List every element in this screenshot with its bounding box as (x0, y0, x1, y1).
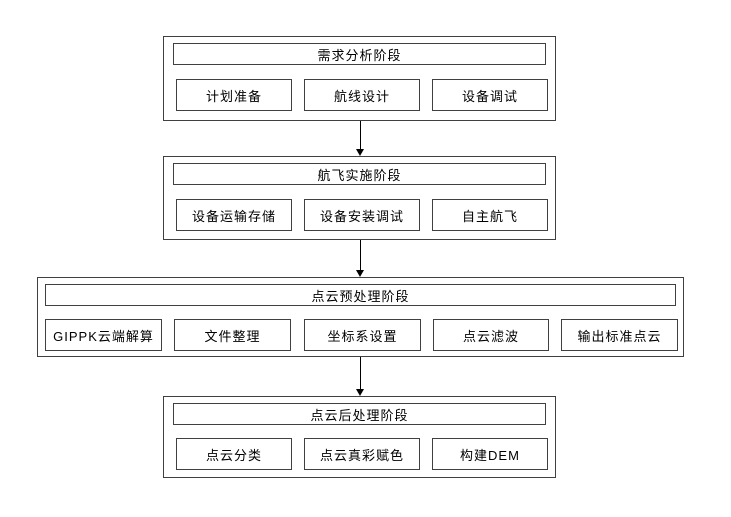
task-box-pointcloud-filtering: 点云滤波 (433, 319, 549, 351)
task-box-output-standard-pointcloud: 输出标准点云 (561, 319, 678, 351)
arrow-head-icon (356, 389, 364, 396)
stage-title-pointcloud-preprocessing: 点云预处理阶段 (45, 284, 676, 306)
task-box-build-dem: 构建DEM (432, 438, 548, 470)
arrow-shaft (360, 357, 361, 391)
stage-flight-implementation: 航飞实施阶段 设备运输存储 设备安装调试 自主航飞 (163, 156, 556, 240)
task-box-gippk-cloud-solution: GIPPK云端解算 (45, 319, 162, 351)
task-box-autonomous-flight: 自主航飞 (432, 199, 548, 231)
stage-pointcloud-postprocessing: 点云后处理阶段 点云分类 点云真彩赋色 构建DEM (163, 396, 556, 478)
task-box-truecolor-assignment: 点云真彩赋色 (304, 438, 420, 470)
task-box-pointcloud-classification: 点云分类 (176, 438, 292, 470)
stage-title-flight-implementation: 航飞实施阶段 (173, 163, 546, 185)
stage-requirements-analysis: 需求分析阶段 计划准备 航线设计 设备调试 (163, 36, 556, 121)
stage-pointcloud-preprocessing: 点云预处理阶段 GIPPK云端解算 文件整理 坐标系设置 点云滤波 输出标准点云 (37, 277, 684, 357)
arrow-shaft (360, 240, 361, 272)
task-box-equipment-install-debug: 设备安装调试 (304, 199, 420, 231)
task-box-equipment-debugging: 设备调试 (432, 79, 548, 111)
arrow-shaft (360, 121, 361, 151)
task-box-route-design: 航线设计 (304, 79, 420, 111)
flow-arrow-3 (356, 357, 365, 396)
flow-arrow-1 (356, 121, 365, 156)
task-box-plan-preparation: 计划准备 (176, 79, 292, 111)
task-box-coordinate-system-setup: 坐标系设置 (304, 319, 421, 351)
arrow-head-icon (356, 270, 364, 277)
arrow-head-icon (356, 149, 364, 156)
stage-title-requirements-analysis: 需求分析阶段 (173, 43, 546, 65)
flow-arrow-2 (356, 240, 365, 277)
stage-title-pointcloud-postprocessing: 点云后处理阶段 (173, 403, 546, 425)
task-box-equipment-transport-storage: 设备运输存储 (176, 199, 292, 231)
task-box-file-organization: 文件整理 (174, 319, 291, 351)
